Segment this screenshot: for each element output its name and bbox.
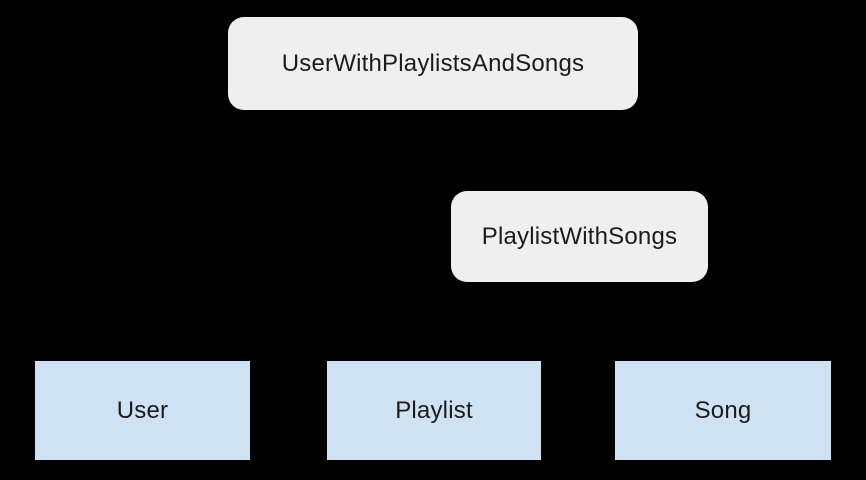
node-user-label: User <box>116 396 169 424</box>
node-playlist-label: Playlist <box>395 396 473 424</box>
node-user: User <box>35 361 250 460</box>
node-playlist: Playlist <box>327 361 541 460</box>
node-song-label: Song <box>694 396 752 424</box>
node-user-with-playlists-and-songs: UserWithPlaylistsAndSongs <box>228 17 638 110</box>
node-playlist-with-songs-label: PlaylistWithSongs <box>481 222 678 250</box>
node-user-with-playlists-and-songs-label: UserWithPlaylistsAndSongs <box>281 49 585 77</box>
node-playlist-with-songs: PlaylistWithSongs <box>451 191 708 282</box>
node-song: Song <box>615 361 831 460</box>
